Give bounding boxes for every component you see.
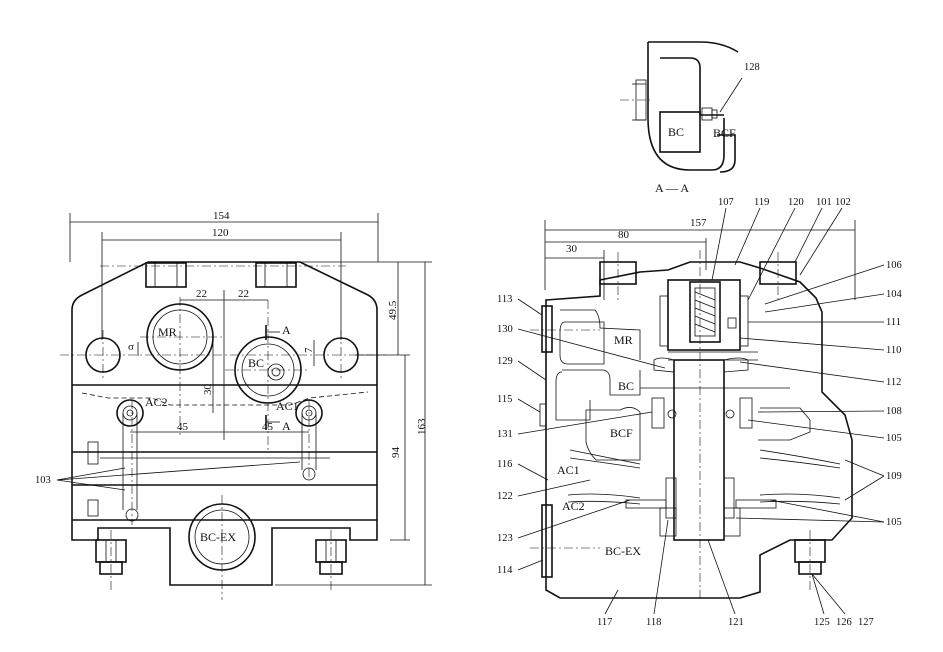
bc-port-label-section: BC (668, 125, 684, 139)
callout-126: 126 (836, 617, 852, 628)
dim-top-49-5: 49.5 (387, 300, 399, 320)
callout-108: 108 (886, 406, 902, 417)
callout-102: 102 (835, 197, 851, 208)
callout-131: 131 (497, 429, 513, 440)
callout-115: 115 (497, 394, 512, 405)
bcf-port-label-section: BCF (713, 126, 736, 140)
callout-112: 112 (886, 377, 901, 388)
mr-port-label-side: MR (614, 333, 633, 347)
callout-117: 117 (597, 617, 612, 628)
section-mark-a-top: A (282, 323, 291, 337)
bc-ex-port-label-front: BC-EX (200, 530, 236, 544)
bc-ex-port-label-side: BC-EX (605, 544, 641, 558)
callout-129: 129 (497, 356, 513, 367)
dim-side-mid: 80 (618, 229, 630, 241)
section-view-a-a: 128 BC BCF A — A (620, 41, 760, 195)
callout-111: 111 (886, 317, 901, 328)
dim-overall-width: 154 (213, 210, 230, 222)
callout-118: 118 (646, 617, 661, 628)
bcf-port-label-side: BCF (610, 426, 633, 440)
callout-128: 128 (744, 62, 760, 73)
side-section-view: 157 80 30 (497, 197, 903, 628)
dim-sigma: σ (128, 341, 134, 353)
callout-110: 110 (886, 345, 901, 356)
callout-105-lower: 105 (886, 517, 902, 528)
mr-port-label-front: MR (158, 325, 177, 339)
dim-seven: 7 (303, 347, 315, 353)
section-title: A — A (655, 181, 689, 195)
bc-port-label-front: BC (248, 356, 264, 370)
bc-port-label-side: BC (618, 379, 634, 393)
dim-height-163: 163 (416, 418, 428, 435)
callout-109: 109 (886, 471, 902, 482)
dim-right-45: 45 (262, 421, 274, 433)
callout-123: 123 (497, 533, 513, 544)
callout-103: 103 (35, 475, 51, 486)
dim-side-left: 30 (566, 243, 578, 255)
callout-119: 119 (754, 197, 769, 208)
dim-port-offset-left: 22 (196, 288, 207, 300)
dim-height-94: 94 (390, 447, 402, 459)
front-view: 154 120 MR (35, 210, 432, 600)
callout-130: 130 (497, 324, 513, 335)
callout-116: 116 (497, 459, 512, 470)
dim-side-overall: 157 (690, 217, 707, 229)
callout-127: 127 (858, 617, 874, 628)
callout-125: 125 (814, 617, 830, 628)
callout-114: 114 (497, 565, 513, 576)
dim-left-45: 45 (177, 421, 189, 433)
callout-113: 113 (497, 294, 512, 305)
section-mark-a-bottom: A (282, 419, 291, 433)
callout-120: 120 (788, 197, 804, 208)
callout-106: 106 (886, 260, 902, 271)
ac1-port-label-front: AC1 (276, 399, 299, 413)
callout-107: 107 (718, 197, 734, 208)
dim-bolt-spacing: 120 (212, 227, 229, 239)
callout-122: 122 (497, 491, 513, 502)
dim-port-offset-right: 22 (238, 288, 249, 300)
ac2-port-label-front: AC2 (145, 395, 168, 409)
ac1-port-label-side: AC1 (557, 463, 580, 477)
callout-101: 101 (816, 197, 832, 208)
callout-104: 104 (886, 289, 903, 300)
dim-vertical-30: 30 (202, 384, 214, 396)
ac2-port-label-side: AC2 (562, 499, 585, 513)
callout-105-upper: 105 (886, 433, 902, 444)
callout-121: 121 (728, 617, 744, 628)
